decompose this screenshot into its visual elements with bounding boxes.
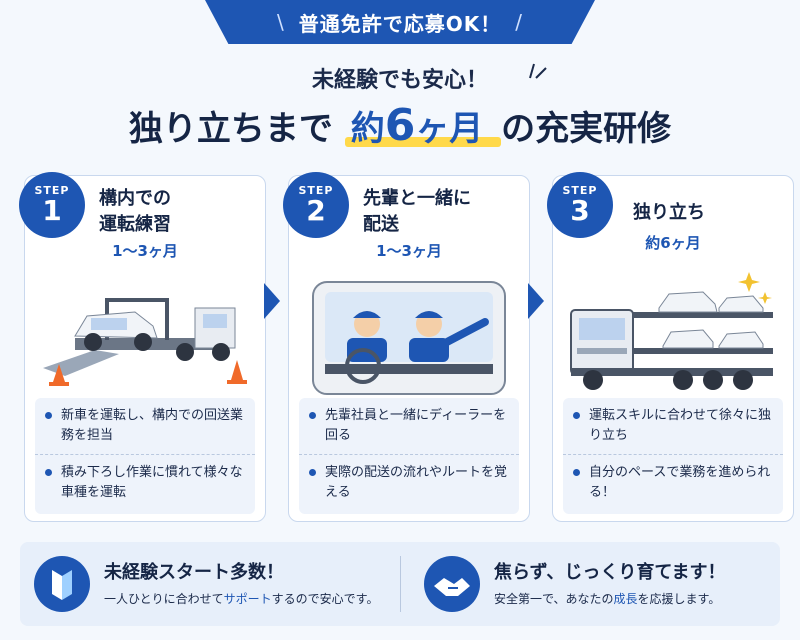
- list-item: 実際の配送の流れやルートを覚える: [299, 454, 519, 511]
- feature-desc: 安全第一で、あなたの成長を応援します。: [494, 590, 720, 607]
- step-title-line2: 運転練習: [99, 214, 171, 235]
- step-label: STEP: [34, 184, 70, 197]
- headline-hl-num: 6: [384, 100, 416, 151]
- feature-bar: 未経験スタート多数！ 一人ひとりに合わせてサポートするので安心です。 焦らず、じ…: [20, 542, 780, 626]
- step-label: STEP: [298, 184, 334, 197]
- cab-drivers-illustration: [312, 281, 506, 395]
- step-card-3: STEP 3 独り立ち 約6ヶ月 運転スキルに合わせて徐々に独り立ち 自分のペー…: [547, 172, 794, 522]
- step-duration-1: 1〜3ヶ月: [112, 242, 178, 260]
- emphasis-spark-icon: [529, 63, 547, 79]
- step-title-3: 独り立ち: [633, 200, 793, 226]
- headline-line2: 独り立ちまで 約6ヶ月 の充実研修: [0, 100, 800, 151]
- step-title-2: 先輩と一緒に 配送: [363, 186, 523, 238]
- feature-desc-post: を応援します。: [637, 592, 721, 606]
- step-bullets-3: 運転スキルに合わせて徐々に独り立ち 自分のペースで業務を進められる！: [563, 398, 783, 514]
- banner-slash-left: \: [277, 10, 285, 34]
- car-carrier-truck-illustration: [570, 272, 773, 390]
- step-bullets-2: 先輩社員と一緒にディーラーを回る 実際の配送の流れやルートを覚える: [299, 398, 519, 514]
- step-number: 3: [570, 194, 590, 227]
- beginner-mark-icon: [34, 556, 90, 612]
- feature-desc-em: 成長: [613, 592, 638, 606]
- banner-text: 普通免許で応募OK！: [298, 11, 502, 36]
- list-item: 自分のペースで業務を進められる！: [563, 454, 783, 511]
- next-arrow-icon: [528, 283, 544, 319]
- step-number: 2: [306, 194, 326, 227]
- next-arrow-icon: [264, 283, 280, 319]
- headline-post: の充実研修: [501, 109, 672, 149]
- headline-hl-post: ヶ月: [415, 109, 484, 149]
- divider: [400, 556, 401, 612]
- step-badge-2: STEP 2: [283, 172, 349, 238]
- feature-support: 焦らず、じっくり育てます！ 安全第一で、あなたの成長を応援します。: [410, 542, 780, 626]
- banner-slash-right: /: [515, 10, 523, 34]
- step-title-line2: 配送: [363, 214, 399, 235]
- list-item: 運転スキルに合わせて徐々に独り立ち: [563, 398, 783, 454]
- list-item: 先輩社員と一緒にディーラーを回る: [299, 398, 519, 454]
- list-item: 新車を運転し、構内での回送業務を担当: [35, 398, 255, 454]
- step-badge-1: STEP 1: [19, 172, 85, 238]
- headline-line1: 未経験でも安心！: [311, 68, 488, 93]
- feature-title: 未経験スタート多数！: [104, 562, 284, 583]
- step-title-1: 構内での 運転練習: [99, 186, 259, 238]
- feature-desc-em: サポート: [223, 592, 272, 606]
- list-item: 積み下ろし作業に慣れて様々な車種を運転: [35, 454, 255, 511]
- step-card-1: STEP 1 構内での 運転練習 1〜3ヶ月 新車を運転し、構内での回送業務を担…: [19, 172, 266, 522]
- step-duration-2: 1〜3ヶ月: [376, 242, 442, 260]
- step-badge-3: STEP 3: [547, 172, 613, 238]
- feature-desc: 一人ひとりに合わせてサポートするので安心です。: [104, 590, 378, 607]
- headline-pre: 独り立ちまで: [128, 109, 333, 149]
- feature-beginner: 未経験スタート多数！ 一人ひとりに合わせてサポートするので安心です。: [20, 542, 390, 626]
- step-card-2: STEP 2 先輩と一緒に 配送 1〜3ヶ月 先輩社員と一緒にディーラーを回る …: [283, 172, 530, 522]
- step-label: STEP: [562, 184, 598, 197]
- top-banner: \ 普通免許で応募OK！ /: [205, 0, 595, 44]
- feature-desc-pre: 一人ひとりに合わせて: [104, 592, 224, 606]
- car-yard-illustration: [43, 298, 247, 386]
- step-bullets-1: 新車を運転し、構内での回送業務を担当 積み下ろし作業に慣れて様々な車種を運転: [35, 398, 255, 514]
- step-number: 1: [42, 194, 62, 227]
- step-title-line1: 先輩と一緒に: [363, 188, 471, 209]
- feature-desc-pre: 安全第一で、あなたの: [494, 592, 614, 606]
- step-title-line1: 独り立ち: [633, 202, 705, 223]
- feature-desc-post: するので安心です。: [271, 592, 379, 606]
- step-duration-3: 約6ヶ月: [645, 234, 701, 252]
- handshake-icon: [424, 556, 480, 612]
- step-title-line1: 構内での: [99, 188, 171, 209]
- feature-title: 焦らず、じっくり育てます！: [494, 562, 726, 583]
- headline-hl-pre: 約: [350, 109, 385, 149]
- headline-highlight: 約6ヶ月: [345, 100, 501, 151]
